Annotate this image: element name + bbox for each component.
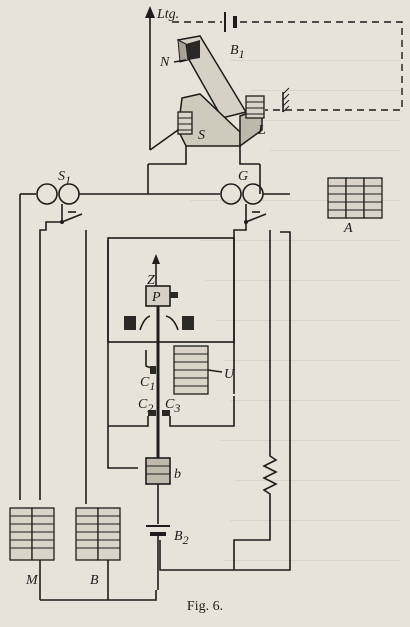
battery-b2 (146, 525, 170, 536)
label-c3: C3 (165, 397, 180, 415)
switch-g (244, 204, 267, 224)
label-s1: S1 (58, 169, 71, 187)
label-g: G (238, 169, 248, 184)
center-frame (107, 237, 235, 343)
label-l: L (257, 123, 266, 138)
label-a: A (343, 221, 353, 236)
ground-symbol (282, 87, 290, 113)
line-section: S1 G (20, 164, 290, 224)
label-ltg: Ltg. (156, 7, 179, 22)
arrow-up-icon (145, 6, 155, 18)
label-c2: C2 (138, 397, 153, 415)
coil-u (173, 345, 223, 395)
switch-s1 (60, 204, 83, 224)
coil-s1 (36, 183, 80, 205)
center-mechanism: Z P C1 U C2 C3 (108, 254, 235, 590)
label-b-core: b (174, 467, 181, 482)
background-text-texture (190, 60, 400, 561)
label-u: U (224, 367, 235, 382)
label-m: M (25, 573, 39, 588)
label-b-magnet: B (90, 573, 99, 588)
label-b2: B2 (174, 529, 189, 547)
magnet-s (177, 93, 265, 148)
battery-b1 (224, 12, 237, 32)
circuit-wires (19, 194, 291, 601)
electromagnet-m (9, 507, 55, 561)
label-z: Z (147, 273, 155, 288)
label-c1: C1 (140, 375, 155, 393)
top-section: Ltg. B1 N S (145, 6, 403, 165)
magnet-n (176, 35, 248, 119)
arrow-up-icon (152, 254, 160, 264)
label-n: N (159, 55, 170, 70)
apparatus-a (327, 177, 383, 219)
label-s: S (198, 128, 205, 143)
label-p: P (151, 290, 161, 305)
resistor (233, 452, 278, 570)
figure-caption: Fig. 6. (186, 599, 224, 614)
label-b1: B1 (230, 43, 245, 61)
electromagnet-b (75, 507, 121, 561)
